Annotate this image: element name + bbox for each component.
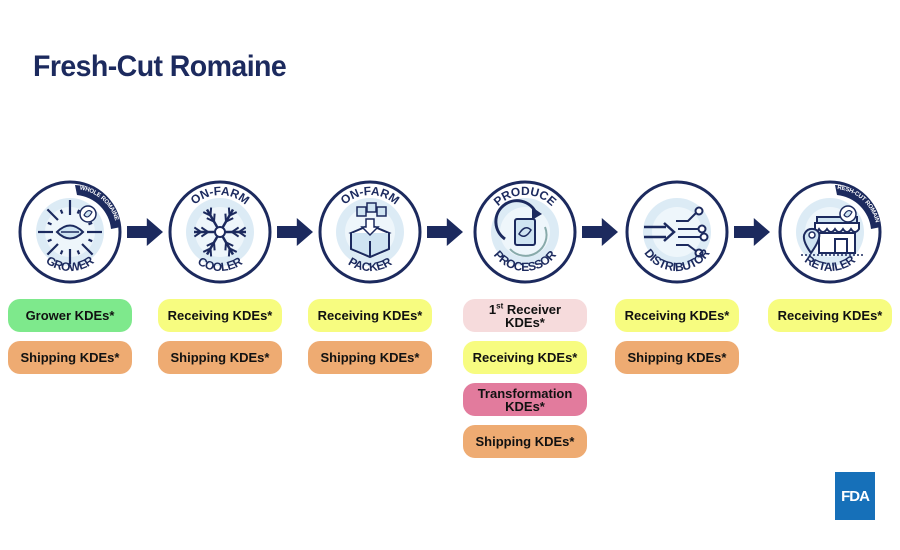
kde-badge: Shipping KDEs* (158, 341, 282, 374)
svg-text:RETAILER: RETAILER (802, 252, 858, 274)
romaine-icon (83, 209, 93, 218)
kde-badge: Receiving KDEs* (615, 299, 739, 332)
svg-text:ON-FARM: ON-FARM (188, 184, 252, 207)
flow-arrow-icon (734, 218, 770, 246)
flow-arrow-icon (277, 218, 313, 246)
distribution-network-icon (644, 206, 709, 258)
stage-top-label: ON-FARM (188, 184, 252, 207)
processing-cycle-icon (494, 199, 548, 257)
kde-badge: Shipping KDEs* (8, 341, 132, 374)
kde-badge: Shipping KDEs* (308, 341, 432, 374)
distributor-stage-icon: DISTRIBUTOR (625, 180, 729, 284)
stage-bottom-label: GROWER (44, 253, 97, 274)
kde-badge: Shipping KDEs* (615, 341, 739, 374)
kde-badge: Receiving KDEs* (768, 299, 892, 332)
kde-badge: Receiving KDEs* (158, 299, 282, 332)
flow-arrow-icon (427, 218, 463, 246)
kde-badge: Receiving KDEs* (463, 341, 587, 374)
svg-text:ON-FARM: ON-FARM (338, 184, 402, 207)
cooler-stage-icon: ON-FARM COOLER (168, 180, 272, 284)
stage-bottom-label: RETAILER (802, 252, 858, 274)
romaine-icon (843, 209, 853, 218)
kde-label-line1: Receiver (503, 302, 562, 317)
svg-text:PACKER: PACKER (346, 254, 394, 274)
flow-arrow-icon (582, 218, 618, 246)
kde-label-line2: KDEs* (505, 399, 545, 414)
stage-top-label: ON-FARM (338, 184, 402, 207)
kde-label-line2: KDEs* (505, 315, 545, 330)
kde-badge: Grower KDEs* (8, 299, 132, 332)
retailer-stage-icon: FRESH-CUT ROMAINERETAILER (775, 177, 882, 284)
kde-badge: Shipping KDEs* (463, 425, 587, 458)
kde-label-sup: st (496, 301, 504, 311)
stage-bottom-label: COOLER (195, 254, 245, 274)
flow-arrow-icon (127, 218, 163, 246)
page-title: Fresh-Cut Romaine (33, 50, 287, 83)
packer-stage-icon: ON-FARM PACKER (318, 180, 422, 284)
sun-leaf-icon (38, 200, 102, 264)
kde-badge: Receiving KDEs* (308, 299, 432, 332)
kde-label-line1: Transformation (477, 386, 573, 401)
packing-box-icon (348, 202, 392, 259)
stage-bottom-label: PACKER (346, 254, 394, 274)
svg-text:GROWER: GROWER (44, 253, 97, 274)
svg-text:COOLER: COOLER (195, 254, 245, 274)
snowflake-icon (193, 207, 247, 257)
fda-logo: FDA (835, 472, 875, 520)
kde-label-prefix: 1 (488, 302, 497, 317)
